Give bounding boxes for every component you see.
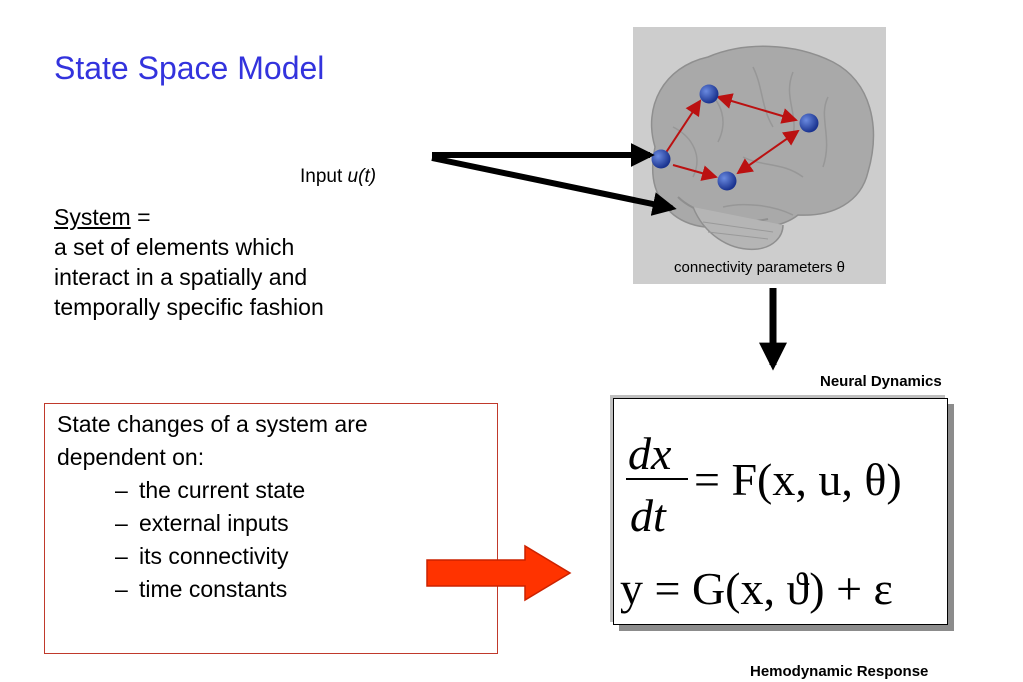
brain-shape <box>650 45 875 250</box>
edge-arrow <box>672 164 718 181</box>
state-changes-text: State changes of a system are dependent … <box>57 408 368 606</box>
system-heading-line: System = <box>54 202 324 232</box>
bullet-text: its connectivity <box>139 543 289 569</box>
region-node <box>651 149 671 169</box>
system-line: interact in a spatially and <box>54 264 308 290</box>
brain-image <box>650 45 875 250</box>
bullet-text: the current state <box>139 477 306 503</box>
equation-graphic: dx dt = F(x, u, θ) y = G(x, ϑ) + ε <box>620 428 902 614</box>
connectivity-edges <box>664 93 800 181</box>
hemodynamic-response-label: Hemodynamic Response <box>750 663 929 680</box>
eq-denominator: dt <box>630 490 667 541</box>
edge-arrow <box>664 99 702 155</box>
system-heading: System <box>54 204 131 230</box>
system-equals: = <box>130 204 151 230</box>
eq-numerator: dx <box>628 428 672 479</box>
eq-observation: y = G(x, ϑ) + ε <box>620 563 893 614</box>
region-node <box>799 113 819 133</box>
page-title: State Space Model <box>54 50 325 86</box>
bullet-item: –external inputs <box>115 510 289 536</box>
brain-panel: connectivity parameters θ <box>633 27 886 284</box>
input-label-prefix: Input <box>300 166 348 187</box>
edge-arrow <box>736 129 800 175</box>
system-definition: System = a set of elements which interac… <box>54 202 324 322</box>
neural-dynamics-label: Neural Dynamics <box>820 373 942 390</box>
state-intro-line: dependent on: <box>57 444 205 470</box>
region-node <box>717 171 737 191</box>
system-line: a set of elements which <box>54 234 295 260</box>
bullet-item: –the current state <box>115 477 306 503</box>
equation-box: dx dt = F(x, u, θ) y = G(x, ϑ) + ε <box>613 398 948 625</box>
input-label: Input u(t) <box>300 166 376 188</box>
state-intro-line: State changes of a system are <box>57 411 368 437</box>
bullet-item: –time constants <box>115 576 288 602</box>
bullet-item: –its connectivity <box>115 543 289 569</box>
region-node <box>699 84 719 104</box>
edge-arrow <box>716 93 798 124</box>
bullet-text: time constants <box>139 576 288 602</box>
connectivity-caption: connectivity parameters θ <box>674 259 845 276</box>
input-symbol: u(t) <box>347 166 377 187</box>
bullet-text: external inputs <box>139 510 289 536</box>
red-block-arrow <box>426 544 572 602</box>
system-line: temporally specific fashion <box>54 294 324 320</box>
state-changes-box: State changes of a system are dependent … <box>44 403 498 654</box>
eq-neural-rhs: = F(x, u, θ) <box>694 454 902 505</box>
